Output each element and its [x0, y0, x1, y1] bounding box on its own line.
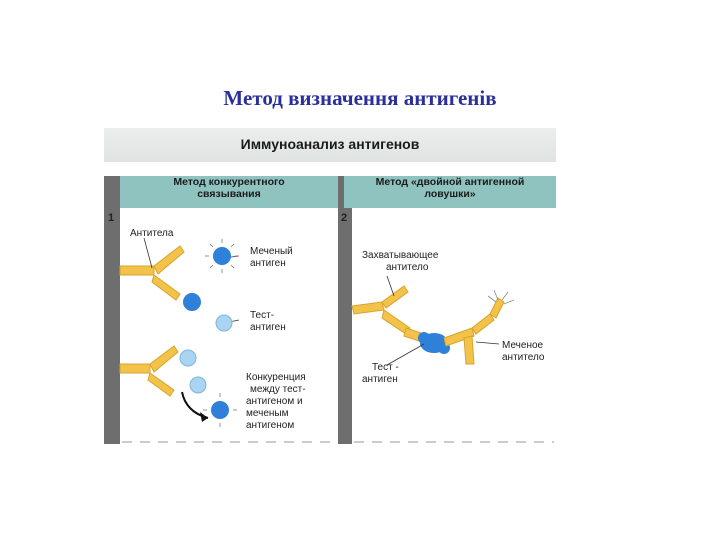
competition-arrow-icon — [181, 391, 209, 419]
competition-label: антигеном — [246, 420, 295, 431]
capture-antibody-label: антитело — [386, 262, 429, 273]
panel-header-double-trap: Метод «двойной антигенной ловушки» — [344, 176, 556, 208]
figure-header: Иммуноанализ антигенов — [104, 128, 556, 162]
capture-antibody-label: Захватывающее — [362, 250, 439, 261]
test-antigen-icon — [179, 349, 197, 367]
panel-double-trap — [352, 208, 556, 444]
pointer-line — [475, 341, 500, 345]
competition-arrowhead-icon — [200, 412, 208, 422]
pointer-line — [386, 275, 395, 297]
competition-label: меченым — [246, 408, 289, 419]
test-antigen-label: антиген — [362, 374, 398, 385]
labeled-antigen-label: Меченый — [250, 246, 293, 257]
test-antigen-label: антиген — [250, 322, 286, 333]
panel-title-line: Метод конкурентного — [173, 176, 285, 188]
immunoassay-figure: Иммуноанализ антигенов Метод конкурентно… — [104, 128, 556, 446]
panel-number: 1 — [108, 212, 115, 224]
labeled-antigen-icon — [203, 393, 237, 427]
competition-label: антигеном и — [246, 396, 303, 407]
labeled-antibody-label: Меченое — [502, 340, 544, 351]
labeled-antigen-label: антиген — [250, 258, 286, 269]
panel-number: 2 — [341, 212, 348, 224]
panel-title-line: ловушки» — [424, 188, 476, 200]
test-antigen-label: Тест - — [372, 362, 399, 373]
test-antigen-icon — [418, 332, 450, 354]
panel-header-competitive: Метод конкурентного связывания — [120, 176, 338, 208]
capture-antibody-icon — [351, 285, 431, 345]
labeled-antibody-icon — [443, 297, 505, 365]
diagram-art — [119, 237, 554, 443]
test-antigen-icon — [189, 376, 207, 394]
antibodies-label: Антитела — [130, 228, 174, 239]
antibody-icon — [119, 245, 185, 301]
test-antigen-icon — [215, 314, 233, 332]
middle-edge-bar — [338, 176, 352, 444]
competition-label: между тест- — [250, 384, 306, 395]
pointer-line — [386, 343, 425, 366]
antibody-icon — [119, 345, 179, 397]
labeled-antigen-icon — [205, 239, 239, 273]
pointer-line — [143, 237, 153, 269]
test-antigen-icon — [183, 293, 201, 311]
left-edge-bar — [104, 176, 120, 444]
figure-title: Иммуноанализ антигенов — [240, 136, 420, 152]
slide-title: Метод визначення антигенів — [223, 86, 497, 110]
labeled-antibody-label: антитело — [502, 352, 545, 363]
test-antigen-label: Тест- — [250, 310, 275, 321]
panel-title-line: Метод «двойной антигенной — [375, 176, 525, 188]
panel-title-line: связывания — [197, 188, 261, 200]
competition-label: Конкуренция — [246, 372, 306, 383]
label-marker-icon — [487, 289, 515, 305]
